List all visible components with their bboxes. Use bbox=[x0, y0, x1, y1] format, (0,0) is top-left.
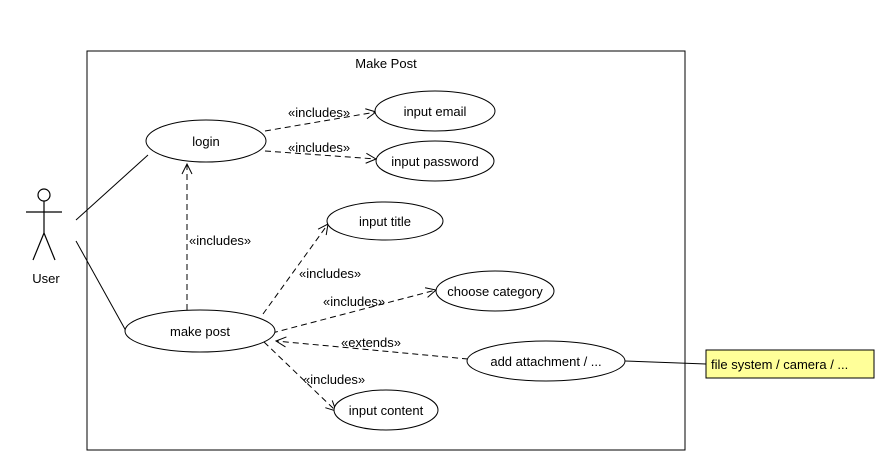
relation-label-login-email: «includes» bbox=[288, 105, 350, 120]
use-case-label-input-title: input title bbox=[359, 214, 411, 229]
actor-left-leg bbox=[32, 232, 45, 261]
system-title: Make Post bbox=[355, 56, 417, 71]
relation-label-makepost-title: «includes» bbox=[299, 266, 361, 281]
association-user-makepost bbox=[75, 240, 127, 332]
use-case-add-attachment: add attachment / ... bbox=[466, 340, 626, 382]
relation-label-attachment-makepost: «extends» bbox=[341, 335, 401, 350]
actor-head bbox=[37, 188, 51, 202]
use-case-label-input-content: input content bbox=[349, 403, 424, 418]
use-case-label-choose-category: choose category bbox=[447, 284, 543, 299]
note-box bbox=[705, 349, 875, 379]
use-case-choose-category: choose category bbox=[435, 270, 555, 312]
use-case-make-post: make post bbox=[124, 309, 276, 353]
association-user-login bbox=[75, 154, 149, 221]
relation-label-login-password: «includes» bbox=[288, 140, 350, 155]
dependency-makepost-title bbox=[262, 224, 328, 315]
actor-label: User bbox=[32, 271, 60, 286]
relation-label-makepost-login: «includes» bbox=[189, 233, 251, 248]
actor-right-leg bbox=[43, 232, 56, 261]
dependency-login-password bbox=[264, 150, 376, 159]
dependency-attachment-makepost bbox=[276, 341, 469, 360]
dependency-login-email bbox=[264, 112, 376, 132]
note-text: file system / camera / ... bbox=[711, 357, 848, 372]
relation-label-makepost-category: «includes» bbox=[323, 294, 385, 309]
use-case-label-login: login bbox=[192, 134, 219, 149]
dependency-makepost-content bbox=[263, 341, 336, 411]
note: file system / camera / ... bbox=[705, 349, 875, 379]
system-boundary bbox=[86, 50, 686, 451]
use-case-login: login bbox=[145, 119, 267, 163]
actor-user bbox=[26, 188, 62, 261]
relation-label-makepost-content: «includes» bbox=[303, 372, 365, 387]
use-case-input-password: input password bbox=[375, 140, 495, 182]
use-case-input-title: input title bbox=[326, 201, 444, 241]
note-connector bbox=[624, 360, 707, 365]
use-case-label-add-attachment: add attachment / ... bbox=[490, 354, 601, 369]
use-case-input-email: input email bbox=[374, 90, 496, 132]
use-case-label-input-password: input password bbox=[391, 154, 478, 169]
use-case-input-content: input content bbox=[333, 389, 439, 431]
use-case-label-make-post: make post bbox=[170, 324, 230, 339]
use-case-label-input-email: input email bbox=[404, 104, 467, 119]
dependency-makepost-category bbox=[271, 290, 436, 334]
